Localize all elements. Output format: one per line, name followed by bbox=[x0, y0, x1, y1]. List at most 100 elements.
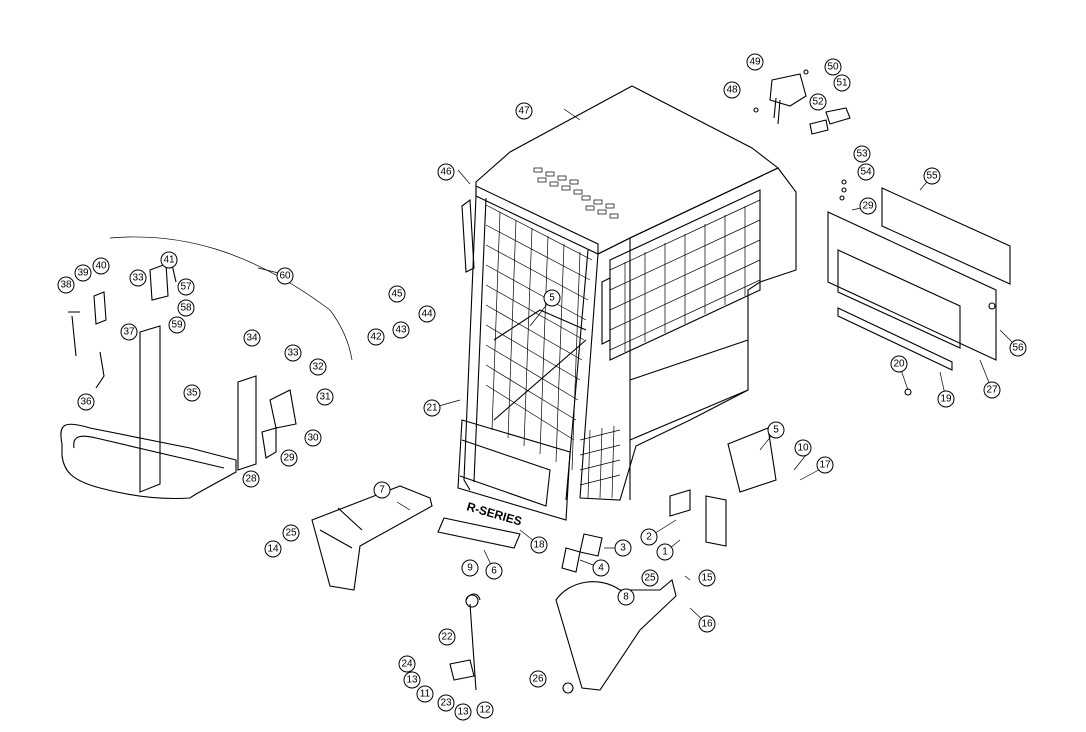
callout-10: 10 bbox=[794, 439, 812, 457]
svg-text:32: 32 bbox=[312, 362, 324, 373]
svg-text:2: 2 bbox=[646, 532, 652, 543]
svg-text:3: 3 bbox=[620, 543, 626, 554]
svg-text:25: 25 bbox=[644, 573, 656, 584]
svg-text:56: 56 bbox=[1012, 343, 1024, 354]
svg-text:29: 29 bbox=[862, 201, 874, 212]
svg-text:11: 11 bbox=[420, 689, 431, 700]
svg-text:44: 44 bbox=[421, 309, 433, 320]
callout-49: 49 bbox=[746, 53, 764, 71]
svg-text:10: 10 bbox=[797, 443, 809, 454]
callout-39: 39 bbox=[74, 264, 92, 282]
svg-text:35: 35 bbox=[186, 388, 198, 399]
callout-27: 27 bbox=[983, 381, 1001, 399]
svg-text:38: 38 bbox=[60, 280, 72, 291]
svg-text:18: 18 bbox=[533, 540, 545, 551]
callout-14: 14 bbox=[264, 540, 282, 558]
svg-text:19: 19 bbox=[940, 394, 952, 405]
svg-text:39: 39 bbox=[77, 268, 89, 279]
seat-bar-assembly bbox=[60, 236, 353, 500]
callout-56: 56 bbox=[1009, 339, 1027, 357]
callout-13b: 13 bbox=[454, 703, 472, 721]
svg-text:60: 60 bbox=[279, 271, 291, 282]
callout-34: 34 bbox=[243, 329, 261, 347]
svg-text:51: 51 bbox=[836, 78, 848, 89]
svg-text:54: 54 bbox=[860, 167, 872, 178]
svg-text:20: 20 bbox=[893, 359, 905, 370]
svg-text:48: 48 bbox=[726, 85, 738, 96]
svg-text:57: 57 bbox=[180, 282, 192, 293]
svg-text:24: 24 bbox=[401, 659, 413, 670]
svg-text:8: 8 bbox=[623, 592, 629, 603]
callout-43: 43 bbox=[392, 321, 410, 339]
callout-45: 45 bbox=[388, 285, 406, 303]
callout-23: 23 bbox=[437, 694, 455, 712]
svg-text:14: 14 bbox=[267, 544, 279, 555]
svg-text:33: 33 bbox=[287, 348, 299, 359]
callout-13a: 13 bbox=[403, 671, 421, 689]
callout-42: 42 bbox=[367, 328, 385, 346]
svg-text:5: 5 bbox=[773, 425, 779, 436]
callout-50: 50 bbox=[824, 58, 842, 76]
svg-text:28: 28 bbox=[245, 474, 257, 485]
svg-text:31: 31 bbox=[319, 392, 331, 403]
callout-15: 15 bbox=[698, 569, 716, 587]
callout-58: 58 bbox=[177, 299, 195, 317]
callout-31: 31 bbox=[316, 388, 334, 406]
svg-text:37: 37 bbox=[123, 327, 135, 338]
svg-text:13: 13 bbox=[406, 675, 418, 686]
callout-19: 19 bbox=[937, 390, 955, 408]
callout-9: 9 bbox=[461, 559, 479, 577]
svg-text:47: 47 bbox=[518, 106, 530, 117]
callout-2: 2 bbox=[640, 528, 658, 546]
callout-47: 47 bbox=[515, 102, 533, 120]
callout-52: 52 bbox=[809, 93, 827, 111]
callout-48: 48 bbox=[723, 81, 741, 99]
svg-text:5: 5 bbox=[549, 293, 555, 304]
svg-text:36: 36 bbox=[80, 397, 92, 408]
callout-54: 54 bbox=[857, 163, 875, 181]
callout-46: 46 bbox=[437, 163, 455, 181]
callout-37: 37 bbox=[120, 323, 138, 341]
svg-text:40: 40 bbox=[95, 261, 107, 272]
callout-59: 59 bbox=[168, 316, 186, 334]
callout-41: 41 bbox=[160, 251, 178, 269]
cab-assembly: R-SERIES bbox=[457, 85, 797, 529]
svg-text:42: 42 bbox=[370, 332, 382, 343]
svg-text:23: 23 bbox=[440, 698, 452, 709]
callout-8: 8 bbox=[617, 588, 635, 606]
callout-12: 12 bbox=[476, 701, 494, 719]
svg-text:43: 43 bbox=[395, 325, 407, 336]
svg-text:55: 55 bbox=[926, 171, 938, 182]
callout-25b: 25 bbox=[641, 569, 659, 587]
svg-text:30: 30 bbox=[307, 433, 319, 444]
svg-text:15: 15 bbox=[701, 573, 713, 584]
svg-text:22: 22 bbox=[441, 632, 453, 643]
callout-36: 36 bbox=[77, 393, 95, 411]
callout-29a: 29 bbox=[280, 449, 298, 467]
callout-7: 7 bbox=[373, 481, 391, 499]
callout-24: 24 bbox=[398, 655, 416, 673]
callout-35: 35 bbox=[183, 384, 201, 402]
callout-55: 55 bbox=[923, 167, 941, 185]
callout-57: 57 bbox=[177, 278, 195, 296]
svg-text:41: 41 bbox=[163, 255, 175, 266]
callout-44: 44 bbox=[418, 305, 436, 323]
callout-5a: 5 bbox=[543, 289, 561, 307]
svg-text:12: 12 bbox=[479, 705, 491, 716]
svg-text:46: 46 bbox=[440, 167, 452, 178]
callout-5b: 5 bbox=[767, 421, 785, 439]
callout-32: 32 bbox=[309, 358, 327, 376]
callout-22: 22 bbox=[438, 628, 456, 646]
svg-text:6: 6 bbox=[491, 566, 497, 577]
callout-18: 18 bbox=[530, 536, 548, 554]
callout-26: 26 bbox=[529, 670, 547, 688]
callout-60: 60 bbox=[276, 267, 294, 285]
callout-25a: 25 bbox=[282, 524, 300, 542]
callout-33a: 33 bbox=[129, 269, 147, 287]
lower-components bbox=[311, 427, 777, 694]
callout-53: 53 bbox=[853, 145, 871, 163]
callout-1: 1 bbox=[656, 543, 674, 561]
svg-text:1: 1 bbox=[662, 547, 668, 558]
